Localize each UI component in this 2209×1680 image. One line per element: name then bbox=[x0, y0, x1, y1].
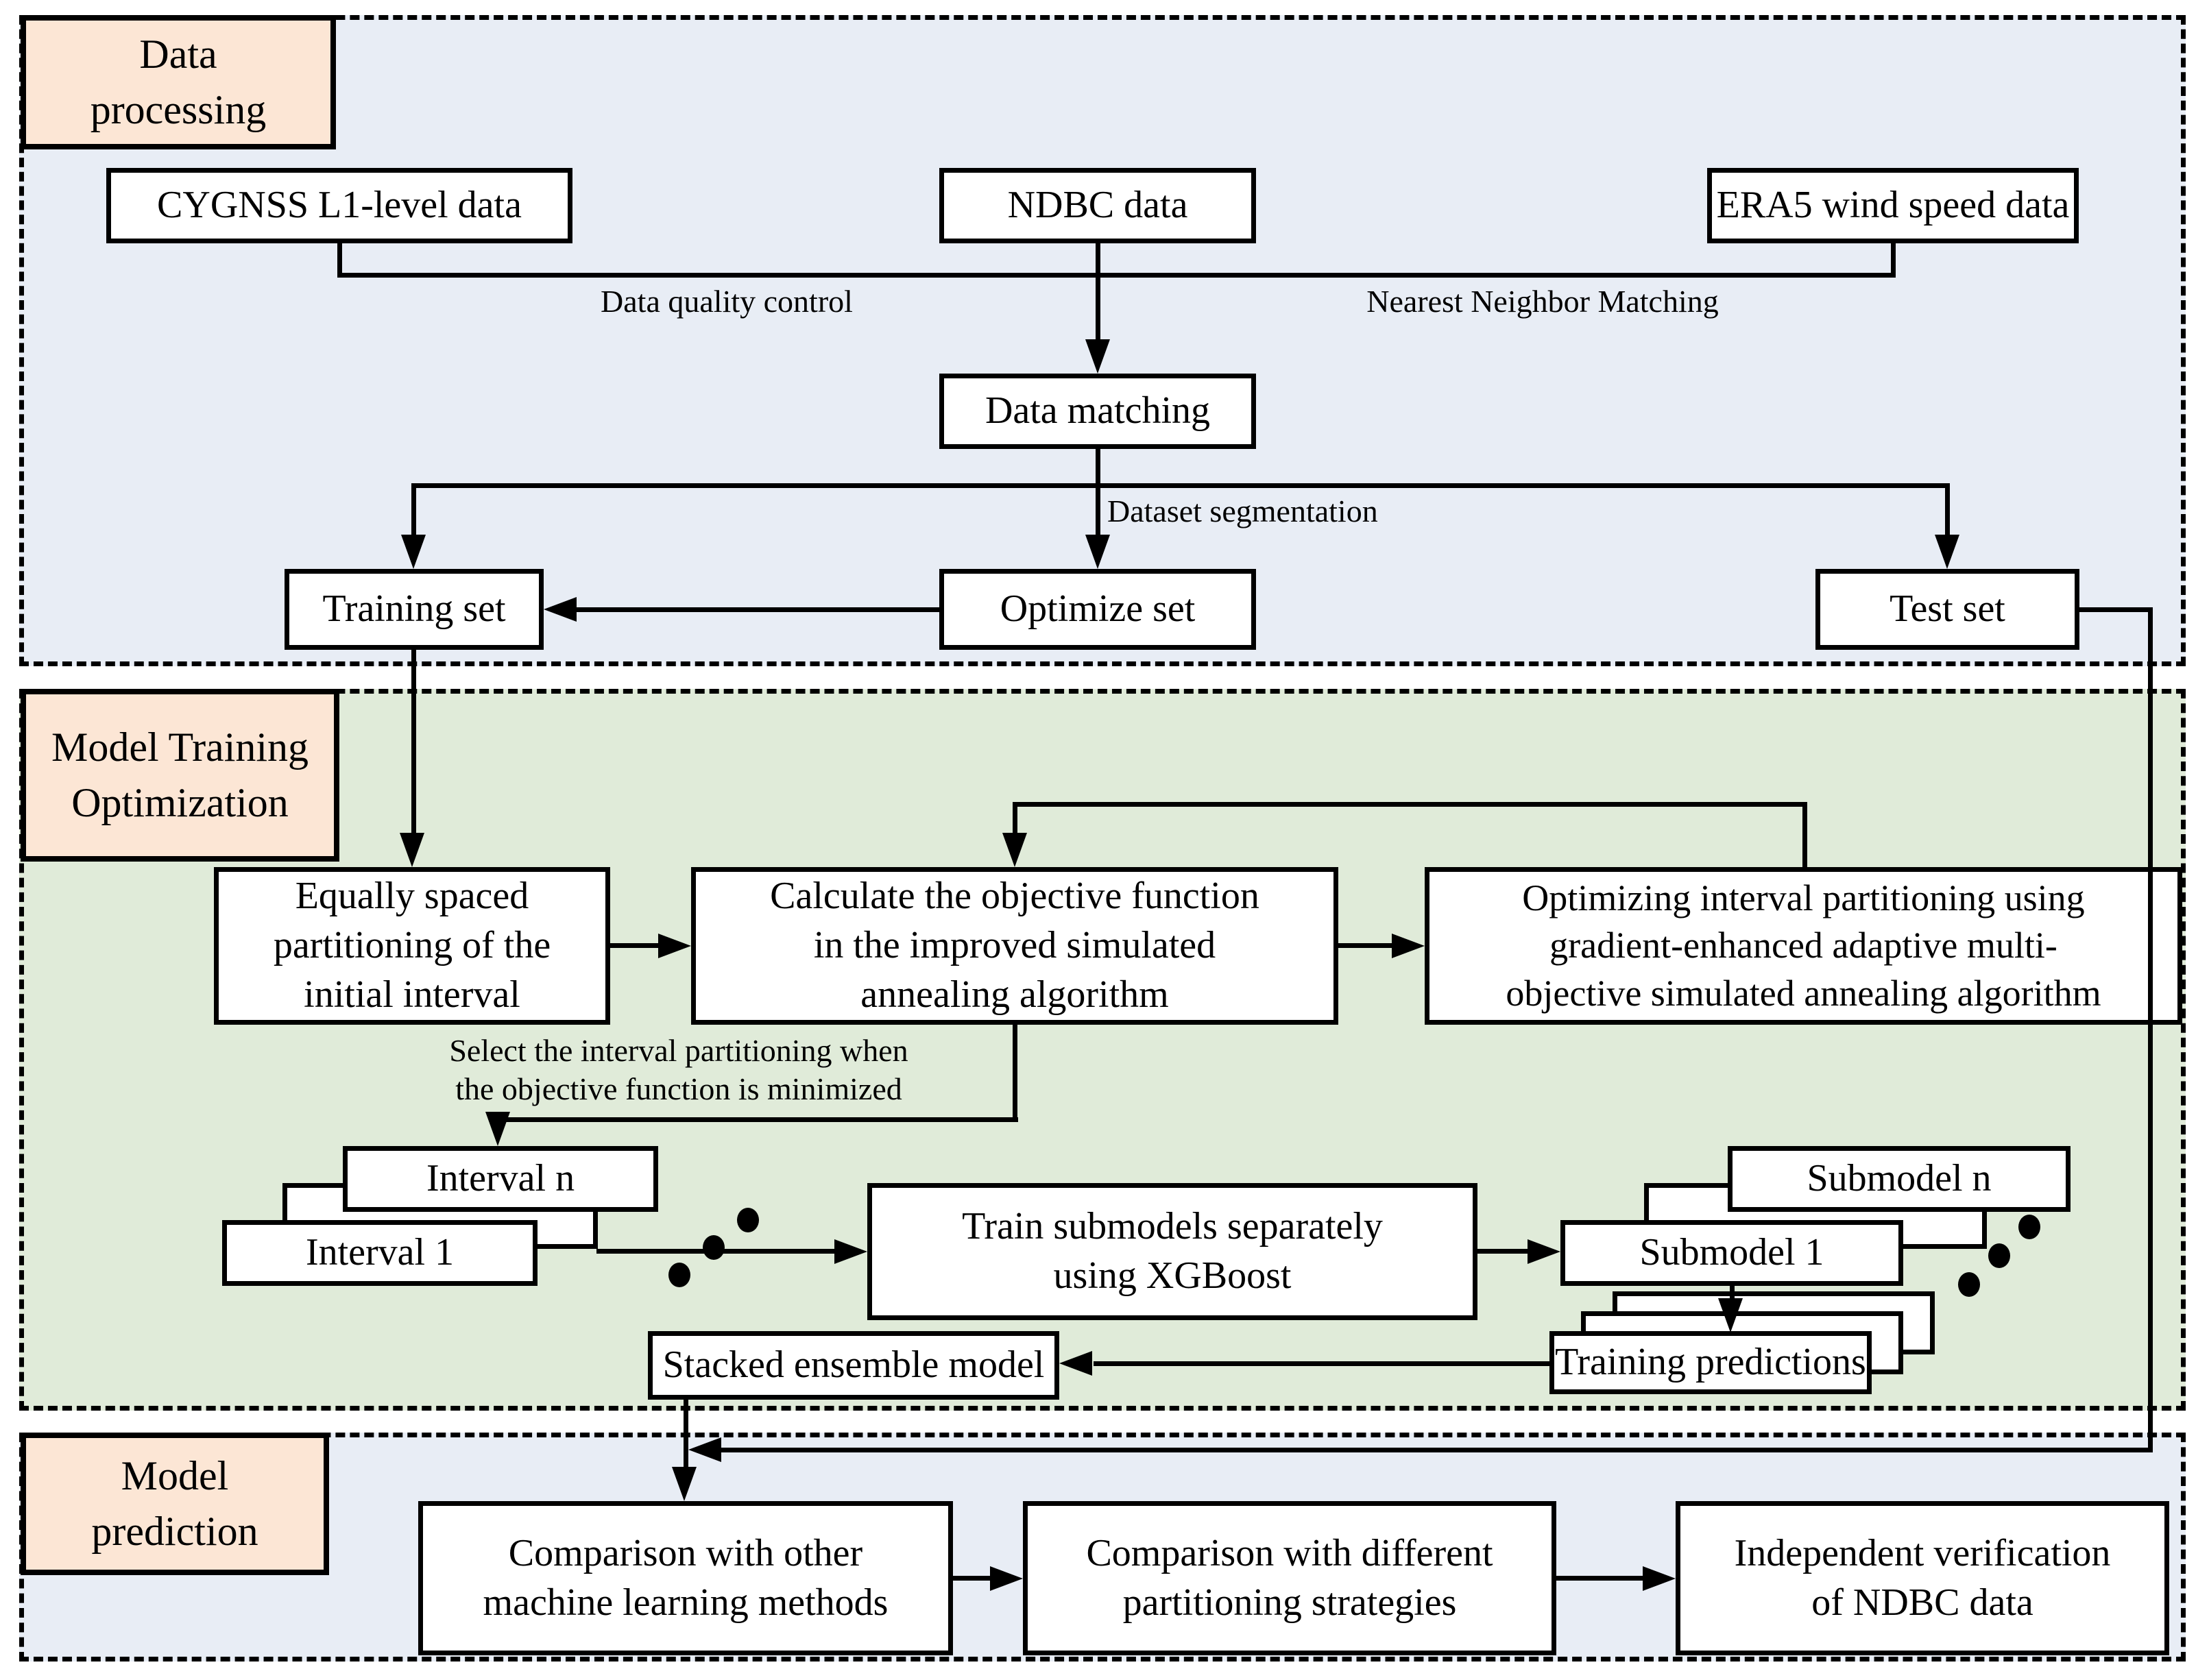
box-cygnss-data: CYGNSS L1-level data bbox=[106, 168, 572, 243]
connector-equally-to-calculate bbox=[610, 943, 660, 948]
box-training-set: Training set bbox=[285, 569, 544, 650]
label-data-processing: Data processing bbox=[21, 15, 336, 149]
connector-test-right-stub bbox=[2079, 607, 2153, 612]
connector-calculate-down bbox=[1013, 1025, 1017, 1122]
arrowhead-into-submodel-1 bbox=[1528, 1239, 1560, 1264]
box-interval-1: Interval 1 bbox=[222, 1220, 538, 1286]
connector-partitioning-to-verification bbox=[1556, 1576, 1644, 1581]
connector-other-to-partitioning bbox=[953, 1576, 991, 1581]
edge-label-data-quality-control: Data quality control bbox=[601, 284, 853, 319]
arrowhead-into-partitioning bbox=[990, 1566, 1023, 1591]
arrowhead-into-comparison-other bbox=[672, 1467, 697, 1501]
connector-optimize-to-training bbox=[575, 607, 939, 612]
box-train-submodels: Train submodels separately using XGBoost bbox=[867, 1183, 1477, 1320]
edge-label-select-interval: Select the interval partitioning when th… bbox=[449, 1033, 908, 1107]
arrowhead-into-calculate bbox=[658, 934, 691, 958]
box-test-set: Test set bbox=[1815, 569, 2079, 650]
box-comparison-other: Comparison with other machine learning m… bbox=[418, 1501, 953, 1655]
label-model-training-optimization: Model Training Optimization bbox=[21, 689, 339, 862]
connector-ndbc-down bbox=[1096, 243, 1100, 339]
connector-stacked-down bbox=[684, 1400, 688, 1470]
connector-predictions-to-stacked bbox=[1094, 1361, 1549, 1366]
arrowhead-into-equally-spaced bbox=[400, 833, 424, 867]
box-era5-data: ERA5 wind speed data bbox=[1707, 168, 2079, 243]
arrowhead-into-stacked-ensemble bbox=[1059, 1351, 1092, 1376]
connector-feedback-down bbox=[1013, 802, 1017, 836]
box-training-predictions: Training predictions bbox=[1549, 1331, 1872, 1394]
connector-test-across bbox=[720, 1448, 2153, 1452]
box-independent-verification: Independent verification of NDBC data bbox=[1676, 1501, 2169, 1655]
arrowhead-into-test-set bbox=[1935, 535, 1959, 569]
arrowhead-into-optimizing bbox=[1392, 934, 1425, 958]
connector-segmentation-line bbox=[411, 483, 1950, 488]
box-comparison-partitioning: Comparison with different partitioning s… bbox=[1023, 1501, 1556, 1655]
box-calculate-objective: Calculate the objective function in the … bbox=[691, 867, 1338, 1025]
box-optimizing-interval: Optimizing interval partitioning using g… bbox=[1425, 867, 2182, 1025]
box-interval-n: Interval n bbox=[343, 1146, 658, 1212]
connector-train-to-submodel bbox=[1477, 1249, 1531, 1254]
ellipsis-dot-interval-1 bbox=[668, 1263, 690, 1287]
connector-feedback-across bbox=[1013, 802, 1807, 807]
box-optimize-set: Optimize set bbox=[939, 569, 1256, 650]
connector-era5-down bbox=[1891, 243, 1896, 278]
box-ndbc-data: NDBC data bbox=[939, 168, 1256, 243]
box-stacked-ensemble: Stacked ensemble model bbox=[648, 1331, 1059, 1400]
arrowhead-into-train-submodels bbox=[834, 1239, 867, 1264]
connector-matching-down bbox=[1096, 449, 1100, 538]
connector-training-to-equally bbox=[411, 650, 416, 836]
ellipsis-dot-interval-3 bbox=[737, 1208, 759, 1232]
arrowhead-into-interval-n bbox=[485, 1112, 510, 1146]
box-submodel-n: Submodel n bbox=[1728, 1146, 2071, 1212]
arrowhead-into-training-predictions bbox=[1718, 1298, 1743, 1332]
edge-label-dataset-segmentation: Dataset segmentation bbox=[1107, 494, 1378, 528]
connector-cygnss-down bbox=[337, 243, 342, 278]
arrowhead-into-verification bbox=[1643, 1566, 1676, 1591]
connector-to-test-down bbox=[1945, 483, 1950, 538]
connector-merge-line bbox=[337, 273, 1896, 278]
arrowhead-into-training-set bbox=[401, 535, 426, 569]
connector-feedback-up bbox=[1802, 802, 1807, 867]
box-submodel-1: Submodel 1 bbox=[1560, 1220, 1903, 1286]
ellipsis-dot-submodel-2 bbox=[1988, 1243, 2010, 1268]
arrowhead-into-data-matching bbox=[1085, 339, 1110, 374]
box-equally-spaced: Equally spaced partitioning of the initi… bbox=[214, 867, 610, 1025]
edge-label-nearest-neighbor-matching: Nearest Neighbor Matching bbox=[1366, 284, 1719, 319]
connector-to-training-down bbox=[411, 483, 416, 538]
connector-calculate-to-optimizing bbox=[1338, 943, 1393, 948]
ellipsis-dot-submodel-3 bbox=[2018, 1215, 2040, 1239]
arrowhead-into-training-right bbox=[544, 597, 577, 622]
arrowhead-test-into-junction bbox=[688, 1437, 721, 1462]
connector-select-across bbox=[497, 1117, 1018, 1122]
connector-test-down-long bbox=[2148, 607, 2153, 1452]
arrowhead-into-optimize-set bbox=[1085, 535, 1110, 569]
label-model-prediction: Model prediction bbox=[21, 1433, 329, 1575]
ellipsis-dot-submodel-1 bbox=[1958, 1272, 1980, 1297]
connector-submodel-down bbox=[1730, 1286, 1735, 1304]
box-data-matching: Data matching bbox=[939, 374, 1256, 449]
arrowhead-feedback-into-calculate bbox=[1002, 833, 1027, 867]
ellipsis-dot-interval-2 bbox=[703, 1235, 725, 1260]
